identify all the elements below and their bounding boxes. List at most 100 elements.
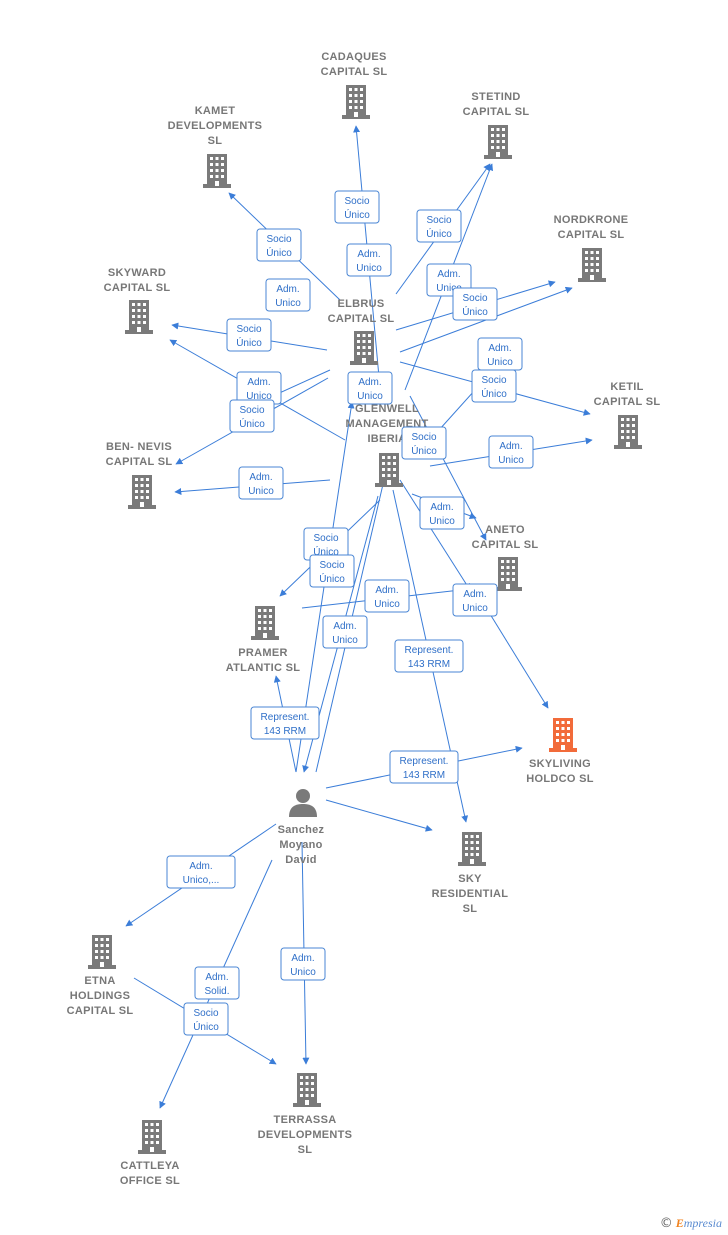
brand-initial: E (675, 1216, 684, 1230)
edge-label-text: Unico (290, 967, 316, 978)
edge-label-text: Único (426, 227, 452, 240)
edge-label-l22[interactable]: Adm. Unico (322, 615, 368, 649)
edge-label-box (419, 496, 465, 530)
node-label-line: SKYWARD (108, 267, 166, 279)
edge-label-text: Unico (332, 635, 358, 646)
edge-label-text: Adm. (189, 861, 212, 872)
edge-label-text: Socio (313, 533, 338, 544)
edge-label-l5[interactable]: Adm.Unico (265, 278, 311, 312)
node-label-line: CAPITAL SL (463, 106, 530, 118)
node-label-line: Moyano (279, 839, 322, 851)
node-label-line: KAMET (195, 105, 236, 117)
edge-line-18 (409, 395, 487, 541)
edge-label-text: Adm. (375, 585, 398, 596)
edge-label-l26[interactable]: Adm.Unico,... (166, 855, 236, 889)
building-icon (484, 125, 512, 159)
edge-label-text: Unico (275, 298, 301, 309)
edge-label-l29[interactable]: Adm.Unico (280, 947, 326, 981)
edge-label-text: Único (266, 246, 292, 259)
edge-label-text: Único (462, 305, 488, 318)
building-icon (138, 1120, 166, 1154)
edge-label-l20[interactable]: Adm.Unico (364, 579, 410, 613)
edge-label-l24[interactable]: Represent.143 RRM (250, 706, 320, 740)
node-label-line: RESIDENTIAL (432, 888, 509, 900)
building-icon (203, 154, 231, 188)
edge-label-box (229, 399, 275, 433)
node-label-line: CAPITAL SL (106, 456, 173, 468)
edge-label-l25[interactable]: Represent.143 RRM (389, 750, 459, 784)
edge-label-text: Socio (426, 215, 451, 226)
edge-label-text: Adm. (437, 269, 460, 280)
edge-label-l2[interactable]: Adm.Unico (346, 243, 392, 277)
edge-label-l16[interactable]: Adm.Unico (238, 466, 284, 500)
edge-label-text: Único (481, 387, 507, 400)
edge-line-20 (489, 613, 549, 709)
edge-label-box (488, 435, 534, 469)
edge-label-l17[interactable]: Adm.Unico (419, 496, 465, 530)
node-label-line: ANETO (485, 524, 525, 536)
edge-label-l11[interactable]: Adm.Unico (347, 371, 393, 405)
edge-label-text: Unico (357, 391, 383, 402)
edge-label-box (309, 554, 355, 588)
edge-label-text: Adm. (357, 249, 380, 260)
node-label-line: TERRASSA (274, 1114, 337, 1126)
edge-label-box (226, 318, 272, 352)
building-icon (549, 718, 577, 752)
edge-label-l27[interactable]: Adm.Solid. (194, 966, 240, 1000)
node-label-line: CATTLEYA (120, 1160, 179, 1172)
node-label-line: ATLANTIC SL (226, 662, 301, 674)
edge-label-text: Represent. (405, 645, 454, 656)
edge-label-box (452, 583, 498, 617)
node-label-line: David (285, 854, 316, 866)
edge-label-l10[interactable]: Adm.Unico (236, 371, 282, 405)
edge-label-l23[interactable]: Represent.143 RRM (394, 639, 464, 673)
edge-label-l9[interactable]: Adm.Unico (477, 337, 523, 371)
edge-label-text: Socio (481, 375, 506, 386)
edge-label-text: Único (193, 1020, 219, 1033)
edge-label-box (183, 1002, 229, 1036)
brand-name: mpresia (683, 1216, 722, 1230)
edge-label-text: Adm. (333, 621, 356, 632)
empresia-credit[interactable]: ©Empresia (660, 1216, 722, 1231)
edge-label-text: 143 RRM (264, 726, 306, 737)
edge-label-text: Único (411, 444, 437, 457)
building-icon (251, 606, 279, 640)
edge-label-box (194, 966, 240, 1000)
node-label-line: CADAQUES (321, 51, 386, 63)
edge-label-box (364, 579, 410, 613)
edge-label-l15[interactable]: Adm.Unico (488, 435, 534, 469)
edge-label-l21[interactable]: Adm.Unico (452, 583, 498, 617)
building-icon (375, 453, 403, 487)
node-label-line: SL (298, 1144, 313, 1156)
edge-label-box (256, 228, 302, 262)
node-label-line: SKY (458, 873, 482, 885)
edge-line-16 (399, 479, 471, 591)
